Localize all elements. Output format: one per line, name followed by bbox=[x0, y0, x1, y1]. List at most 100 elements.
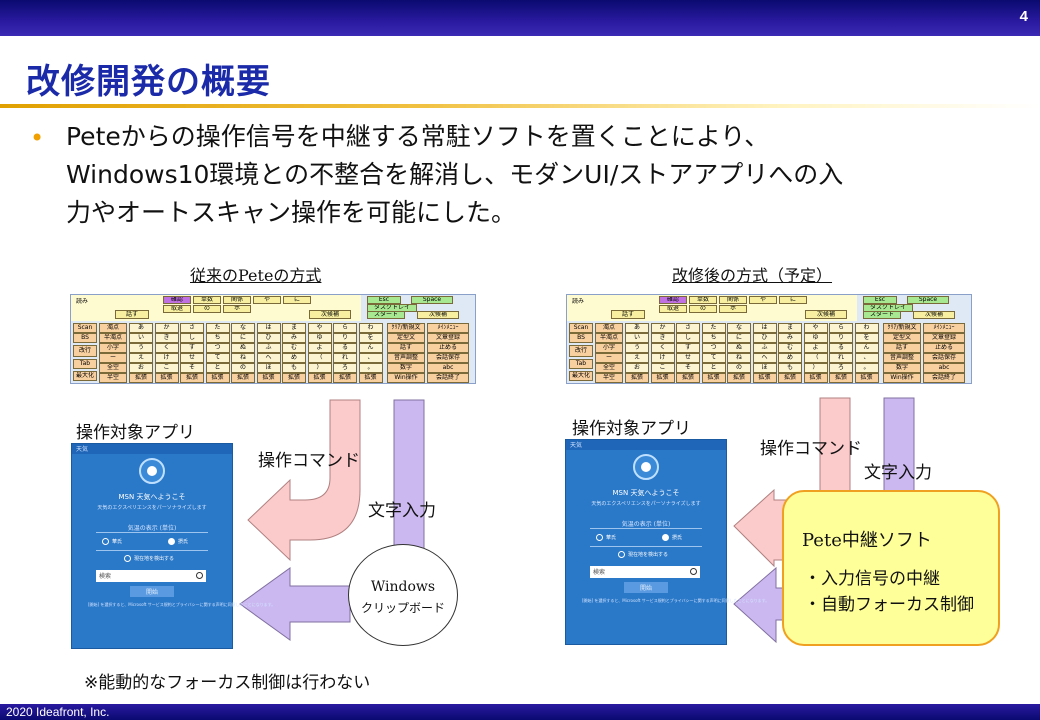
keyboard-key: 数字 bbox=[883, 363, 921, 373]
keyboard-key: ほ bbox=[256, 363, 281, 373]
start-button-label: 開始 bbox=[639, 585, 652, 592]
welcome-text: MSN 天気へようこそ bbox=[612, 489, 680, 497]
relay-title: Pete中継ソフト bbox=[802, 530, 932, 551]
keyboard-key: お bbox=[129, 363, 153, 373]
keyboard-key-space: Space bbox=[411, 296, 453, 304]
keyboard-key: り bbox=[333, 333, 357, 343]
keyboard-key: ホ bbox=[719, 305, 747, 313]
keyboard-key: み bbox=[778, 333, 802, 343]
radio-label: 華氏 bbox=[606, 535, 617, 541]
keyboard-key: ら bbox=[333, 323, 357, 333]
keyboard-key: の bbox=[689, 305, 717, 313]
keyboard-key: ぬ bbox=[231, 343, 255, 353]
radio-celsius[interactable] bbox=[168, 538, 175, 545]
keyboard-key: 拡張 bbox=[803, 373, 828, 383]
keyboard-key: け bbox=[154, 353, 179, 363]
keyboard-key: こ bbox=[154, 363, 179, 373]
keyboard-key: に bbox=[779, 296, 807, 304]
keyboard-key: 取退 bbox=[659, 305, 687, 313]
keyboard-key: ね bbox=[231, 353, 255, 363]
search-input[interactable]: 検索 bbox=[96, 570, 206, 582]
keyboard-key: ろ bbox=[333, 363, 357, 373]
keyboard-key: 全空 bbox=[99, 363, 127, 373]
subtitle-text: 天気のエクスペリエンスをパーソナライズします bbox=[591, 501, 701, 507]
clipboard-line2: クリップボード bbox=[360, 601, 445, 615]
keyboard-key: も bbox=[778, 363, 802, 373]
keyboard-key: た bbox=[205, 323, 230, 333]
keyboard-key: た bbox=[701, 323, 726, 333]
keyboard-key: 拡張 bbox=[307, 373, 332, 383]
keyboard-key: わ bbox=[854, 323, 879, 333]
keyboard-key: 確認 bbox=[163, 296, 191, 304]
keyboard-key-space: Space bbox=[907, 296, 949, 304]
left-text-input-label: 文字入力 bbox=[368, 501, 436, 521]
keyboard-key: ー bbox=[99, 353, 127, 363]
keyboard-key: へ bbox=[752, 353, 777, 363]
welcome-text: MSN 天気へようこそ bbox=[118, 493, 186, 501]
keyboard-key: に bbox=[231, 333, 255, 343]
keyboard-key: の bbox=[231, 363, 255, 373]
start-button-label: 開始 bbox=[145, 589, 158, 596]
keyboard-key: へ bbox=[256, 353, 281, 363]
right-text-input-label: 文字入力 bbox=[864, 463, 932, 483]
left-app-label: 操作対象アプリ bbox=[76, 423, 195, 443]
keyboard-key: つ bbox=[701, 343, 726, 353]
keyboard-key: か bbox=[154, 323, 179, 333]
start-button[interactable]: 開始 bbox=[130, 586, 174, 597]
keyboard-key: も bbox=[282, 363, 306, 373]
keyboard-key: る bbox=[333, 343, 357, 353]
keyboard-key: ほ bbox=[752, 363, 777, 373]
start-button[interactable]: 開始 bbox=[624, 582, 668, 593]
keyboard-key: 単数 bbox=[193, 296, 221, 304]
keyboard-key: ね bbox=[727, 353, 751, 363]
keyboard-key: そ bbox=[180, 363, 204, 373]
keyboard-key: そ bbox=[676, 363, 700, 373]
radio-fahrenheit[interactable] bbox=[102, 538, 109, 545]
clipboard-line1: Windows bbox=[370, 579, 436, 595]
app-titlebar bbox=[566, 440, 726, 450]
keyboard-key-next: 次候補 bbox=[805, 310, 847, 319]
keyboard-key: む bbox=[282, 343, 306, 353]
keyboard-key: 半濁点 bbox=[595, 333, 623, 343]
radio-detect-location[interactable] bbox=[124, 555, 131, 562]
keyboard-key: や bbox=[749, 296, 777, 304]
keyboard-key: る bbox=[829, 343, 853, 353]
keyboard-key: ホ bbox=[223, 305, 251, 313]
radio-label: 華氏 bbox=[112, 539, 123, 545]
keyboard-key: （ bbox=[307, 353, 332, 363]
left-command-label: 操作コマンド bbox=[258, 451, 360, 471]
keyboard-key: あ bbox=[129, 323, 153, 333]
keyboard-key: や bbox=[803, 323, 828, 333]
keyboard-key: こ bbox=[650, 363, 675, 373]
keyboard-key: 、 bbox=[358, 353, 383, 363]
divider bbox=[96, 532, 208, 533]
left-caption: 従来のPeteの方式 bbox=[190, 266, 322, 285]
keyboard-key: め bbox=[282, 353, 306, 363]
keyboard-key-start: スタート bbox=[367, 311, 405, 319]
slide-title: 改修開発の概要 bbox=[26, 62, 271, 102]
search-input[interactable]: 検索 bbox=[590, 566, 700, 578]
keyboard-key: 拡張 bbox=[333, 373, 357, 383]
keyboard-key: す bbox=[676, 343, 700, 353]
keyboard-key: の bbox=[193, 305, 221, 313]
keyboard-read-label: 読み bbox=[75, 298, 88, 305]
keyboard-key: ち bbox=[701, 333, 726, 343]
keyboard-key: 拡張 bbox=[676, 373, 700, 383]
keyboard-key: 小字 bbox=[595, 343, 623, 353]
sun-icon bbox=[139, 458, 165, 484]
subtitle-text: 天気のエクスペリエンスをパーソナライズします bbox=[97, 505, 207, 511]
keyboard-key: な bbox=[727, 323, 751, 333]
keyboard-key: な bbox=[231, 323, 255, 333]
keyboard-key: 音声調整 bbox=[387, 353, 425, 363]
radio-fahrenheit[interactable] bbox=[596, 534, 603, 541]
radio-celsius[interactable] bbox=[662, 534, 669, 541]
radio-detect-location[interactable] bbox=[618, 551, 625, 558]
keyboard-key: よ bbox=[803, 343, 828, 353]
keyboard-key: 会話保存 bbox=[427, 353, 469, 363]
keyboard-key: み bbox=[282, 333, 306, 343]
keyboard-key: 単数 bbox=[689, 296, 717, 304]
keyboard-key: て bbox=[205, 353, 230, 363]
keyboard-key: ゆ bbox=[803, 333, 828, 343]
